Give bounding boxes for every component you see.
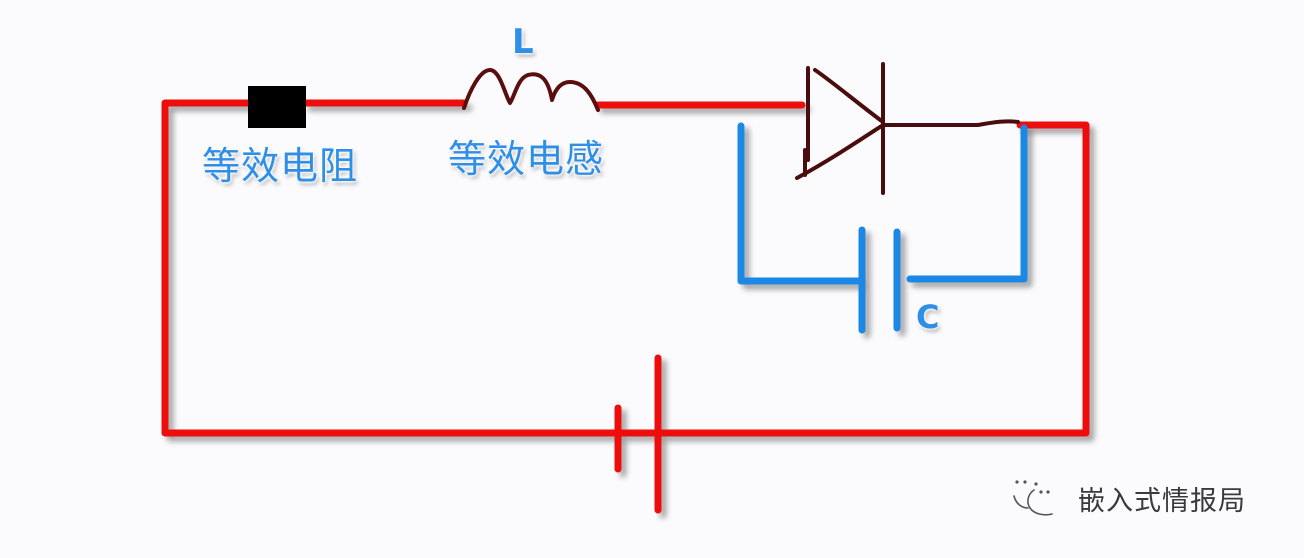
watermark-text: 嵌入式情报局 bbox=[1078, 485, 1246, 517]
inductor-letter-label: L bbox=[512, 22, 534, 62]
capacitor-branch bbox=[737, 122, 1028, 334]
inductor-label: 等效电感 bbox=[448, 137, 605, 181]
watermark: 嵌入式情报局 bbox=[1008, 478, 1246, 518]
main-circuit-wire bbox=[161, 99, 1090, 514]
capacitor-letter-label: C bbox=[916, 298, 940, 336]
inductor-symbol bbox=[462, 68, 600, 112]
diode-symbol bbox=[795, 62, 1020, 195]
resistor-symbol bbox=[248, 86, 306, 128]
wechat-icon bbox=[1013, 480, 1053, 516]
resistor-label: 等效电阻 bbox=[202, 144, 359, 188]
